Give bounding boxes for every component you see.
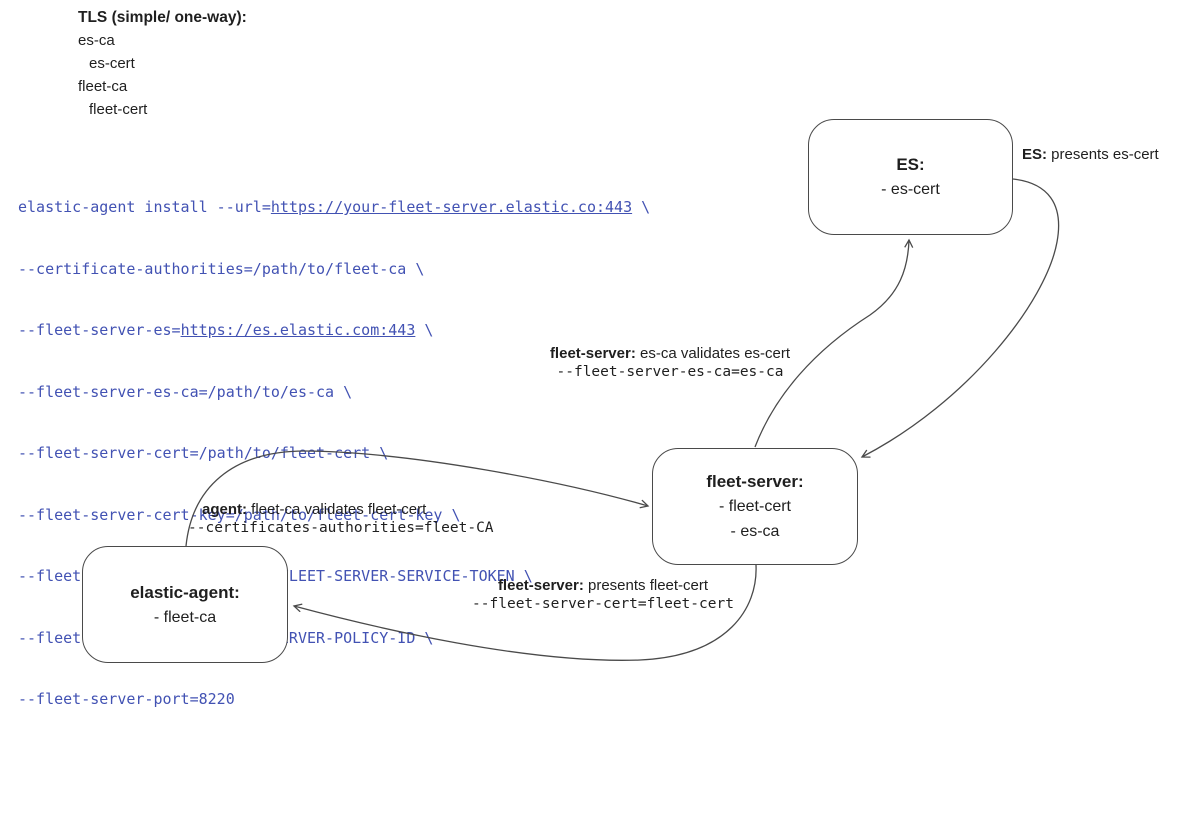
edge-fleet-server-presents-fleet-cert bbox=[294, 564, 757, 661]
code-line: --fleet-server-cert=/path/to/fleet-cert … bbox=[18, 443, 650, 464]
edge-label-code: --certificates-authorities=fleet-CA bbox=[188, 520, 494, 536]
edge-es-presents-es-cert bbox=[862, 178, 1060, 457]
node-es[interactable]: ES: - es-cert bbox=[808, 119, 1013, 235]
code-line: --fleet-server-port=8220 bbox=[18, 689, 650, 710]
code-line: --fleet-server-es-ca=/path/to/es-ca \ bbox=[18, 382, 650, 403]
code-text: --fleet-server-cert=/path/to/fleet-cert … bbox=[18, 444, 389, 462]
edge-agent-validates-fleet-cert bbox=[185, 450, 648, 547]
edge-label-agent-validates: agent: fleet-ca validates fleet-cert --c… bbox=[188, 500, 494, 538]
code-text: --fleet-server-port=8220 bbox=[18, 690, 235, 708]
edge-label-text: fleet-ca validates fleet-cert bbox=[247, 501, 427, 518]
code-line: --certificate-authorities=/path/to/fleet… bbox=[18, 259, 650, 280]
tls-legend-heading: TLS (simple/ one-way): bbox=[78, 9, 247, 26]
edge-label-fleet-validates: fleet-server: es-ca validates es-cert --… bbox=[540, 344, 800, 382]
code-line: elastic-agent install --url=https://your… bbox=[18, 197, 650, 218]
node-fleet-server[interactable]: fleet-server: - fleet-cert - es-ca bbox=[652, 448, 858, 565]
edge-fleet-server-validates-es-cert bbox=[754, 240, 909, 448]
es-url-link[interactable]: https://es.elastic.com:443 bbox=[180, 321, 416, 339]
tls-legend-item-fleet-cert: fleet-cert bbox=[89, 101, 148, 118]
node-fleet-server-title: fleet-server: bbox=[706, 472, 804, 491]
edge-label-fleet-presents: fleet-server: presents fleet-cert --flee… bbox=[462, 576, 744, 614]
node-es-title: ES: bbox=[896, 155, 925, 174]
edge-label-bold: fleet-server: bbox=[497, 577, 584, 594]
code-text: elastic-agent install --url= bbox=[18, 198, 271, 216]
edge-label-code: --fleet-server-cert=fleet-cert bbox=[472, 596, 734, 612]
edge-label-text: presents fleet-cert bbox=[583, 577, 709, 594]
edge-label-code: --fleet-server-es-ca=es-ca bbox=[556, 364, 784, 380]
node-elastic-agent[interactable]: elastic-agent: - fleet-ca bbox=[82, 546, 288, 663]
code-text: --fleet-server-cert-key=/path/to/fleet-c… bbox=[18, 505, 461, 524]
edge-label-bold: ES: bbox=[1022, 146, 1048, 163]
node-fleet-server-line: - es-ca bbox=[730, 523, 780, 540]
fleet-server-url-link[interactable]: https://your-fleet-server.elastic.co:443 bbox=[270, 198, 633, 216]
edge-label-text: presents es-cert bbox=[1047, 146, 1159, 163]
code-text: \ bbox=[415, 321, 434, 339]
code-text: \ bbox=[632, 198, 651, 216]
node-elastic-agent-line: - fleet-ca bbox=[153, 608, 217, 626]
code-line: --fleet-server-cert-key=/path/to/fleet-c… bbox=[18, 505, 650, 526]
tls-legend-item-fleet-ca: fleet-ca bbox=[78, 78, 128, 95]
code-text: --certificate-authorities=/path/to/fleet… bbox=[18, 259, 425, 278]
edge-label-es-presents: ES: presents es-cert bbox=[1022, 145, 1159, 164]
code-line: --fleet-server-es=https://es.elastic.com… bbox=[18, 320, 650, 341]
code-text: --fleet-server-es= bbox=[18, 321, 181, 339]
tls-legend: TLS (simple/ one-way): es-ca es-cert fle… bbox=[78, 6, 247, 121]
tls-legend-item-es-ca: es-ca bbox=[78, 32, 115, 49]
code-text: --fleet-server-es-ca=/path/to/es-ca \ bbox=[18, 382, 353, 401]
node-es-line: - es-cert bbox=[881, 181, 940, 198]
node-elastic-agent-title: elastic-agent: bbox=[130, 582, 240, 602]
edge-label-bold: agent: bbox=[202, 501, 247, 518]
edge-label-bold: fleet-server: bbox=[549, 345, 636, 362]
tls-legend-item-es-cert: es-cert bbox=[89, 55, 135, 72]
node-fleet-server-line: - fleet-cert bbox=[718, 498, 791, 515]
edge-label-text: es-ca validates es-cert bbox=[635, 345, 791, 362]
